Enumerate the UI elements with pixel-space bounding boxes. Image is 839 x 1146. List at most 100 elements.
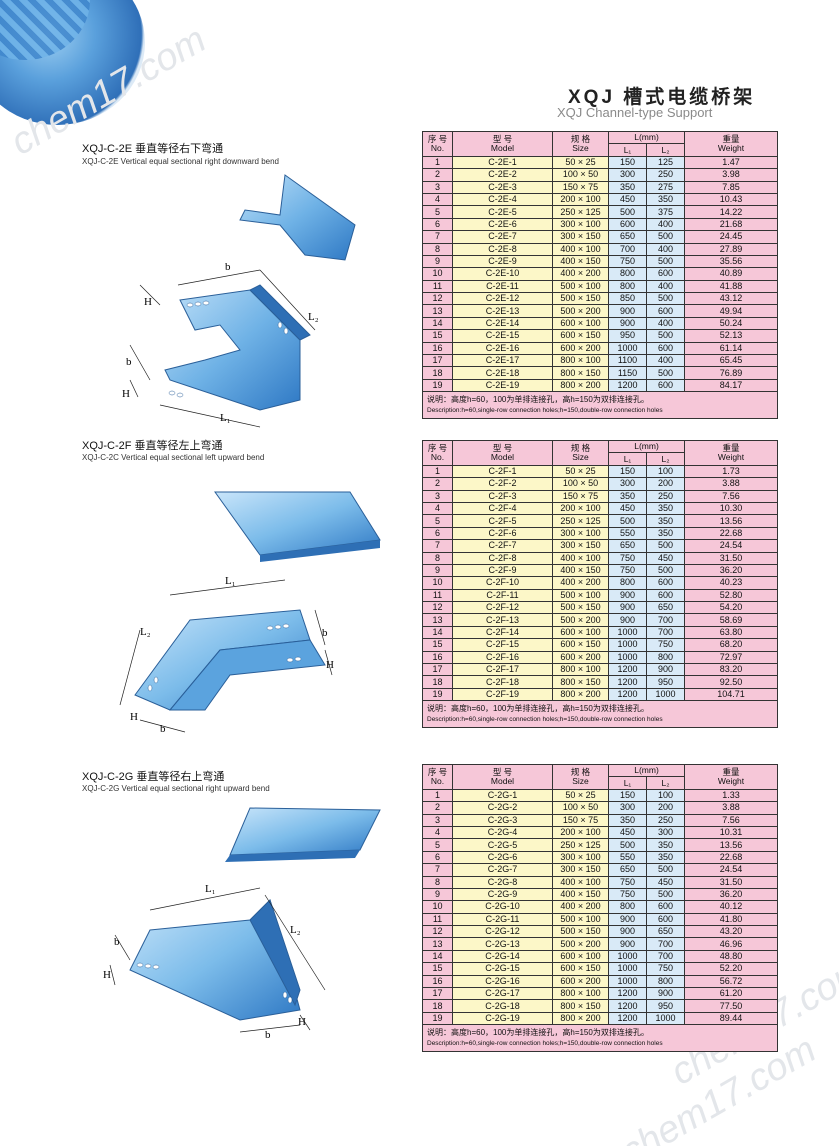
col-l2: L₂	[646, 143, 685, 157]
row-no: 4	[422, 825, 453, 840]
row-weight: 10.30	[684, 501, 778, 516]
row-size: 600 × 200	[552, 341, 609, 356]
row-l2: 900	[646, 987, 685, 1001]
row-no: 3	[422, 489, 453, 503]
row-size: 500 × 100	[552, 279, 609, 294]
row-weight: 40.89	[684, 267, 778, 281]
dim-l1: L₁	[220, 412, 231, 424]
row-l1: 800	[608, 267, 647, 281]
dim-b: b	[265, 1029, 271, 1041]
row-no: 14	[422, 949, 453, 964]
row-l2: 1000	[646, 687, 685, 702]
row-l2: 350	[646, 526, 685, 541]
row-l2: 200	[646, 801, 685, 815]
row-model: C-2G-9	[452, 887, 553, 902]
row-size: 800 × 150	[552, 999, 609, 1013]
row-no: 9	[422, 563, 453, 578]
row-size: 200 × 100	[552, 192, 609, 207]
row-weight: 7.56	[684, 489, 778, 503]
row-weight: 36.20	[684, 887, 778, 902]
row-weight: 68.20	[684, 638, 778, 652]
row-size: 50 × 25	[552, 464, 609, 479]
row-size: 100 × 50	[552, 801, 609, 815]
row-size: 800 × 100	[552, 663, 609, 677]
row-weight: 10.31	[684, 825, 778, 840]
row-l1: 300	[608, 168, 647, 182]
row-size: 250 × 125	[552, 514, 609, 528]
row-weight: 24.54	[684, 539, 778, 553]
row-weight: 35.56	[684, 254, 778, 269]
row-size: 600 × 100	[552, 625, 609, 640]
row-l2: 125	[646, 155, 685, 170]
row-model: C-2G-1	[452, 788, 553, 803]
row-l2: 350	[646, 850, 685, 865]
row-model: C-2E-7	[452, 230, 553, 244]
row-size: 500 × 150	[552, 292, 609, 306]
row-l1: 300	[608, 477, 647, 491]
dim-h: H	[130, 711, 138, 723]
row-no: 3	[422, 180, 453, 194]
row-weight: 7.85	[684, 180, 778, 194]
row-weight: 48.80	[684, 949, 778, 964]
row-l1: 1000	[608, 650, 647, 665]
row-weight: 1.47	[684, 155, 778, 170]
row-l1: 450	[608, 192, 647, 207]
row-size: 250 × 125	[552, 838, 609, 852]
row-l2: 100	[646, 464, 685, 479]
row-l2: 750	[646, 638, 685, 652]
col-l: L(mm)	[608, 130, 685, 145]
row-l1: 500	[608, 205, 647, 219]
row-no: 14	[422, 625, 453, 640]
row-model: C-2E-19	[452, 378, 553, 393]
row-l1: 450	[608, 825, 647, 840]
row-size: 800 × 100	[552, 354, 609, 368]
row-no: 17	[422, 987, 453, 1001]
row-l1: 500	[608, 838, 647, 852]
row-no: 8	[422, 242, 453, 256]
row-model: C-2E-1	[452, 155, 553, 170]
row-size: 800 × 200	[552, 378, 609, 393]
row-size: 500 × 150	[552, 925, 609, 939]
row-size: 800 × 200	[552, 687, 609, 702]
row-weight: 31.50	[684, 551, 778, 565]
row-l2: 600	[646, 576, 685, 590]
row-weight: 10.43	[684, 192, 778, 207]
row-no: 10	[422, 576, 453, 590]
row-l2: 250	[646, 489, 685, 503]
row-l1: 900	[608, 304, 647, 318]
row-no: 11	[422, 588, 453, 603]
row-size: 800 × 150	[552, 366, 609, 380]
row-size: 800 × 150	[552, 675, 609, 689]
row-l1: 1000	[608, 949, 647, 964]
row-l2: 800	[646, 974, 685, 989]
brand-logo-circle	[0, 0, 145, 125]
row-model: C-2G-7	[452, 863, 553, 877]
row-weight: 40.12	[684, 900, 778, 914]
logo-photo	[0, 0, 90, 60]
row-size: 400 × 150	[552, 254, 609, 269]
row-no: 16	[422, 650, 453, 665]
row-weight: 52.13	[684, 329, 778, 343]
row-l1: 550	[608, 526, 647, 541]
row-l1: 800	[608, 279, 647, 294]
row-no: 12	[422, 601, 453, 615]
row-l2: 350	[646, 501, 685, 516]
row-weight: 54.20	[684, 601, 778, 615]
row-l2: 500	[646, 254, 685, 269]
row-l1: 900	[608, 925, 647, 939]
section-title: XQJ-C-2F 垂直等径左上弯通	[82, 440, 223, 452]
row-l1: 500	[608, 514, 647, 528]
row-no: 6	[422, 850, 453, 865]
